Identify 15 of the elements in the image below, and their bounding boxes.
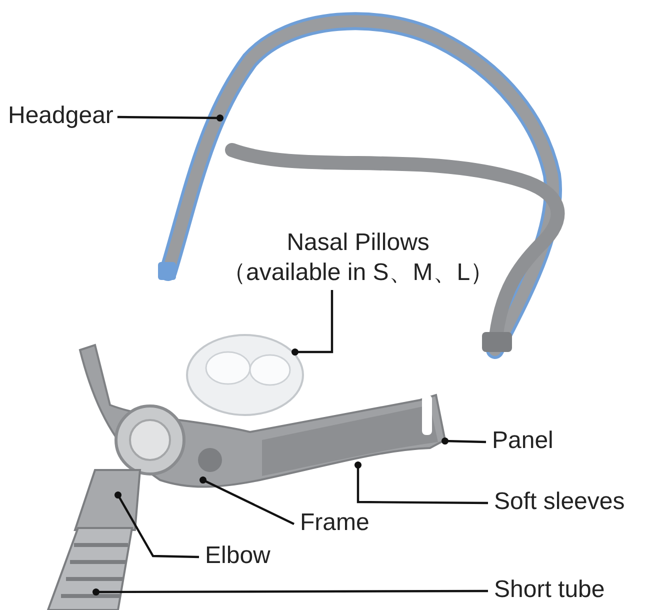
size-note: （available in S、M、L） xyxy=(222,258,494,288)
part-label: Soft sleeves xyxy=(494,487,625,517)
leader-line xyxy=(291,290,334,356)
part-label: Short tube xyxy=(494,575,605,605)
part-label: Panel xyxy=(492,426,554,456)
leader-line xyxy=(117,114,224,122)
part-label: Elbow xyxy=(205,541,270,571)
leader-line xyxy=(199,476,294,525)
leader-line xyxy=(441,437,486,445)
part-label: Frame xyxy=(300,508,370,538)
part-label: Nasal Pillows xyxy=(286,228,430,258)
leader-line xyxy=(354,461,488,504)
leader-line xyxy=(114,491,200,558)
leader-line xyxy=(92,588,488,596)
part-label: Headgear xyxy=(8,101,114,131)
